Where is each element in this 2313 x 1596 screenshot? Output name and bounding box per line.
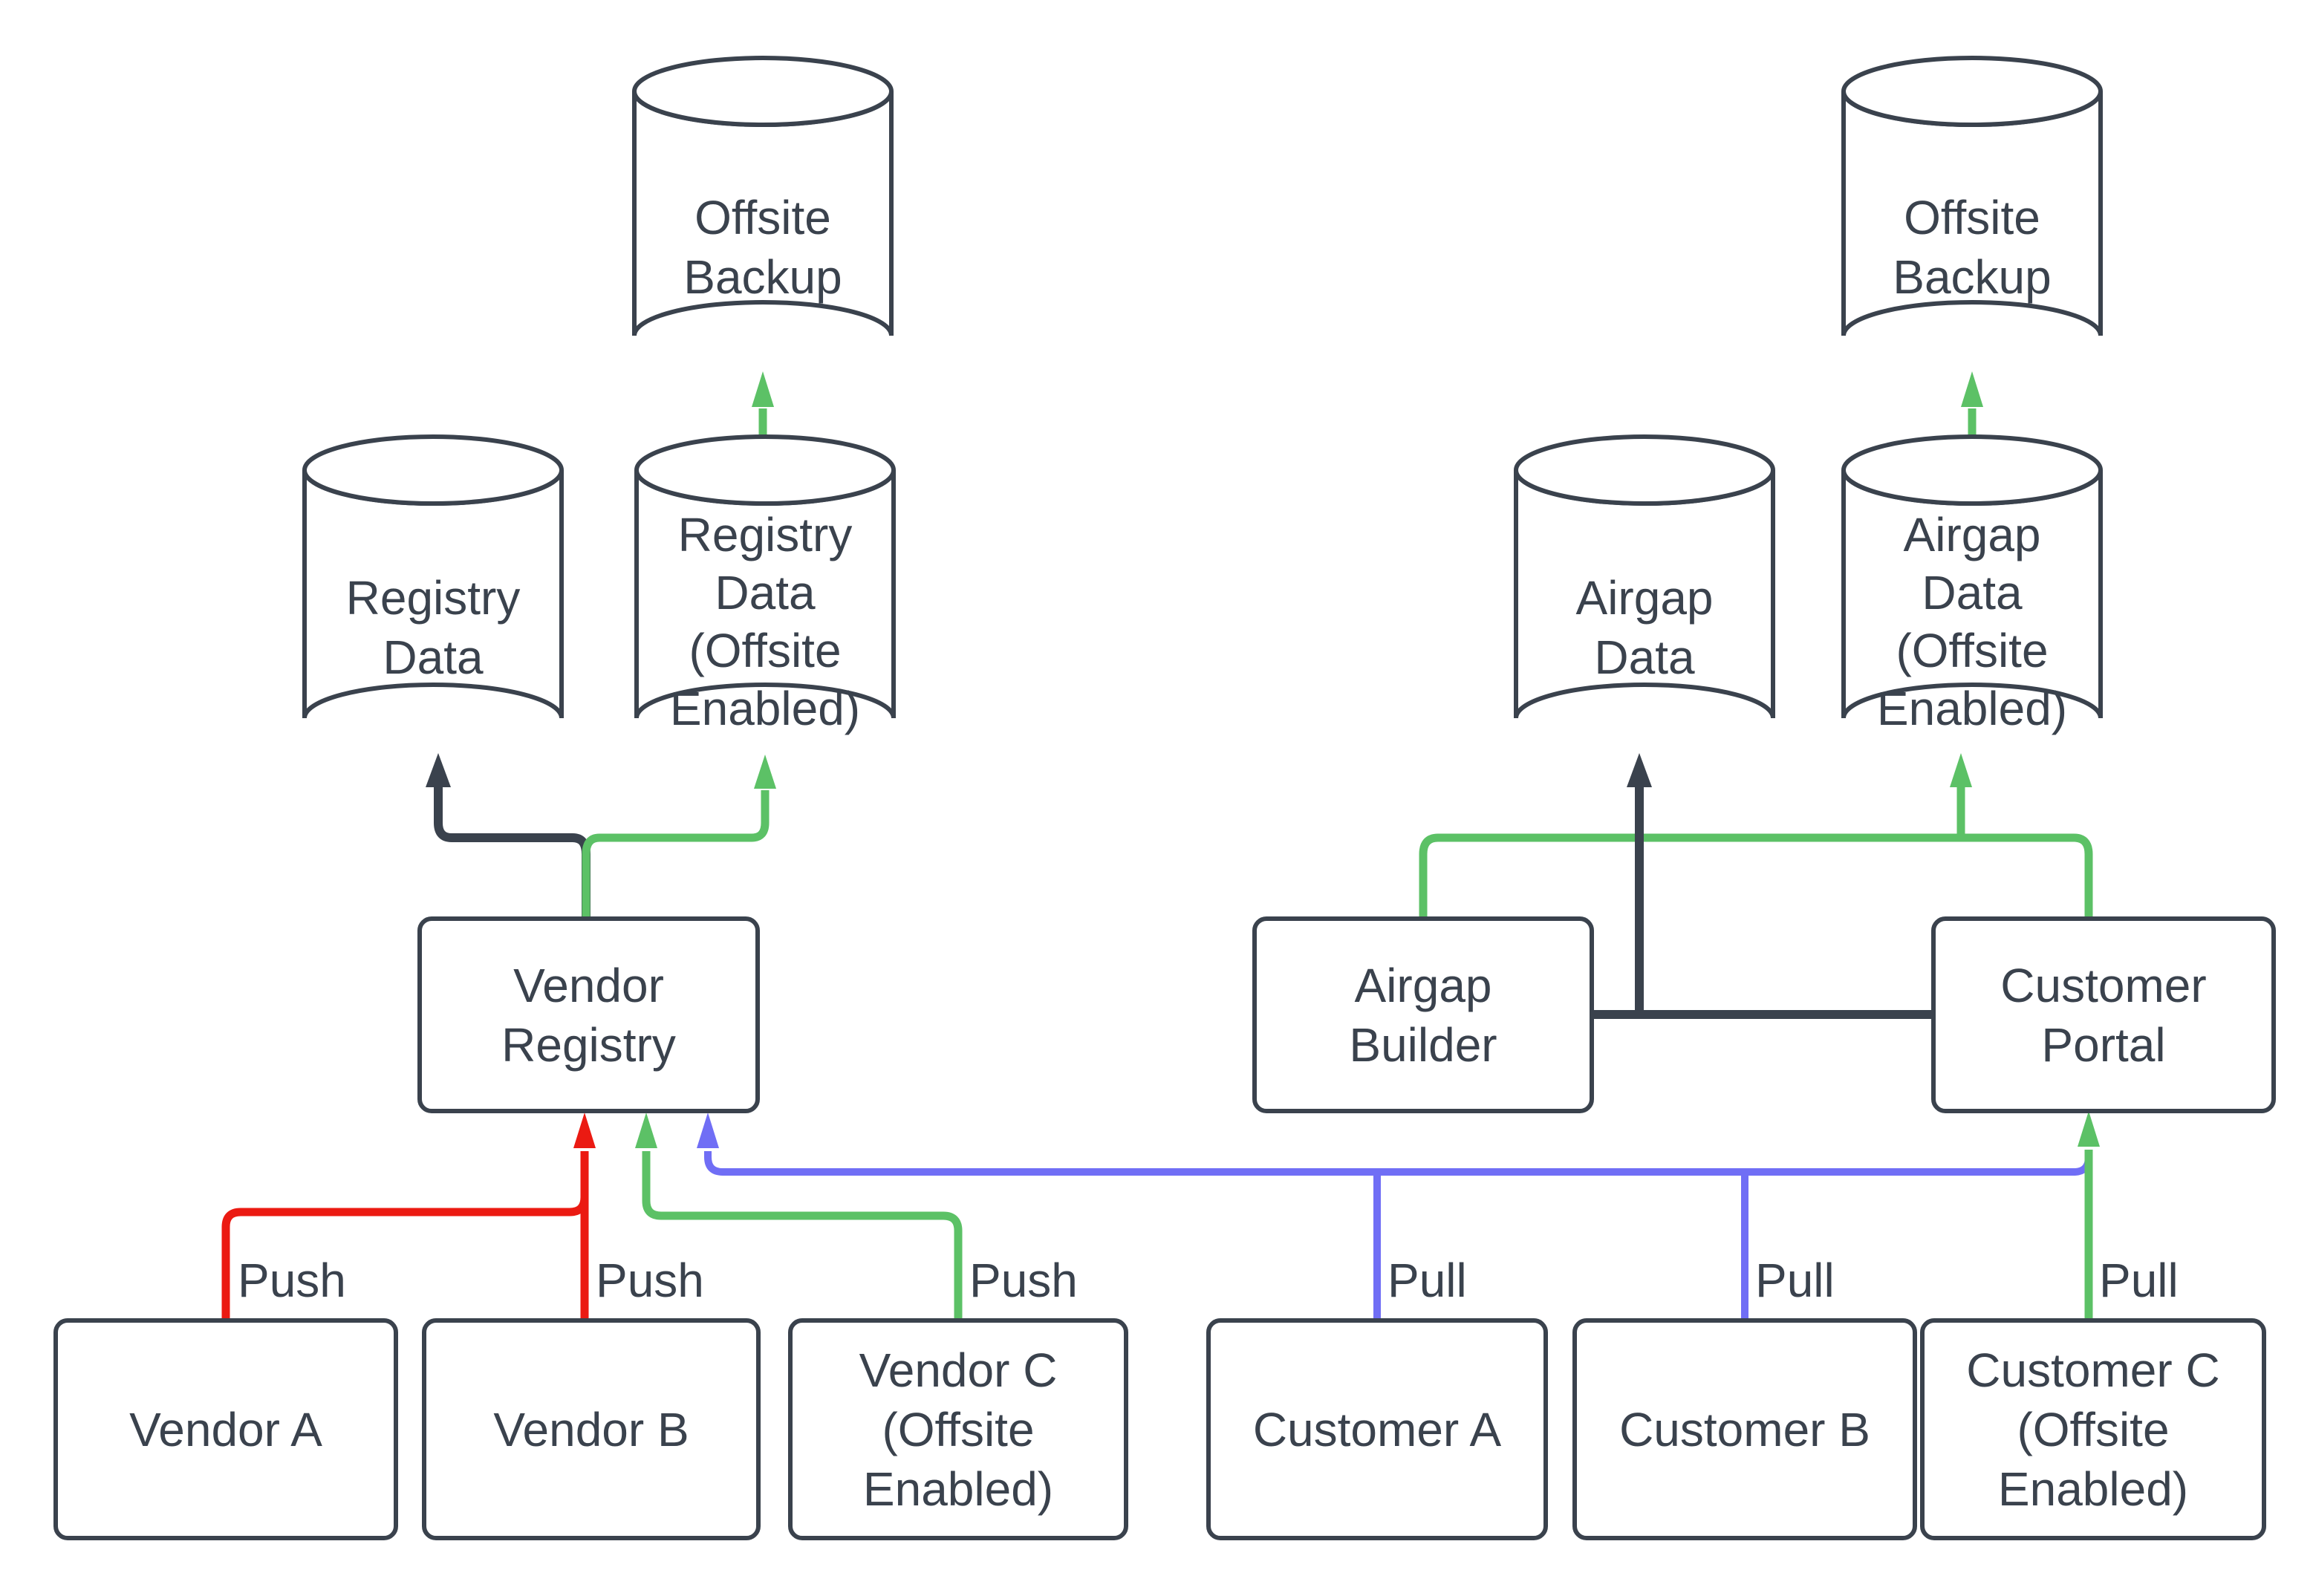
node-airgap-data <box>1514 434 1775 719</box>
node-registry-data <box>302 434 564 719</box>
node-airgap-builder <box>1252 916 1594 1113</box>
node-customer-portal <box>1931 916 2276 1113</box>
node-vendor-a <box>53 1318 398 1540</box>
edge-label-pull-customer-b: Pull <box>1755 1254 1835 1307</box>
node-registry-data-offsite <box>634 434 896 719</box>
label-vendor-a: Vendor A <box>129 1402 322 1456</box>
node-offsite-backup-right <box>1841 56 2103 336</box>
label-airgap-data: Airgap Data <box>1575 571 1714 684</box>
label-airgap-data-offsite: Airgap Data (Offsite Enabled) <box>1876 508 2068 735</box>
label-airgap-builder: Airgap Builder <box>1349 958 1497 1072</box>
label-vendor-c-offsite: Vendor C (Offsite Enabled) <box>859 1343 1058 1516</box>
label-registry-data-offsite: Registry Data (Offsite Enabled) <box>669 508 861 735</box>
node-customer-b <box>1572 1318 1917 1540</box>
edge-airgap-builder-customer-portal-bus <box>1419 833 2093 919</box>
node-airgap-data-offsite <box>1841 434 2103 719</box>
arrowhead-into-registry-data <box>426 753 451 787</box>
edge-label-push-vendor-b: Push <box>596 1254 704 1307</box>
label-vendor-b: Vendor B <box>493 1402 689 1456</box>
arrowhead-into-offsite-backup-left <box>752 371 774 407</box>
label-offsite-backup-right: Offsite Backup <box>1893 190 2052 304</box>
arrowhead-pull-into-vendor-registry <box>697 1113 719 1148</box>
label-vendor-registry: Vendor Registry <box>501 958 676 1072</box>
arrowhead-pull-into-customer-portal <box>2078 1111 2100 1147</box>
label-customer-c-offsite: Customer C (Offsite Enabled) <box>1966 1343 2220 1516</box>
edge-vendor-registry-to-registry-data-offsite <box>582 790 770 919</box>
edge-label-push-vendor-a: Push <box>238 1254 346 1307</box>
arrowhead-into-registry-data-offsite <box>754 755 776 789</box>
arrowhead-into-airgap-data-offsite <box>1950 753 1972 787</box>
edge-push-vendor-c <box>642 1151 963 1320</box>
node-offsite-backup-left <box>632 56 894 336</box>
edge-vendor-registry-to-registry-data <box>434 787 591 919</box>
label-registry-data: Registry Data <box>345 571 521 684</box>
edge-label-pull-customer-a: Pull <box>1388 1254 1467 1307</box>
node-vendor-c-offsite <box>788 1318 1128 1540</box>
label-customer-b: Customer B <box>1619 1402 1870 1456</box>
node-customer-c-offsite <box>1920 1318 2266 1540</box>
arrowhead-into-airgap-data <box>1627 753 1652 787</box>
edge-label-push-vendor-c: Push <box>969 1254 1078 1307</box>
node-vendor-b <box>422 1318 761 1540</box>
arrowhead-push-green-into-vendor-registry <box>635 1113 657 1148</box>
label-offsite-backup-left: Offsite Backup <box>683 190 842 304</box>
label-customer-portal: Customer Portal <box>2000 958 2207 1072</box>
node-customer-a <box>1206 1318 1548 1540</box>
node-vendor-registry <box>417 916 760 1113</box>
edge-pull-bus-to-vendor-registry <box>704 1151 2092 1176</box>
arrowhead-push-red-into-vendor-registry <box>573 1113 596 1148</box>
edge-label-pull-customer-c: Pull <box>2099 1254 2179 1307</box>
arrowhead-into-offsite-backup-right <box>1961 371 1983 407</box>
label-customer-a: Customer A <box>1252 1402 1502 1456</box>
